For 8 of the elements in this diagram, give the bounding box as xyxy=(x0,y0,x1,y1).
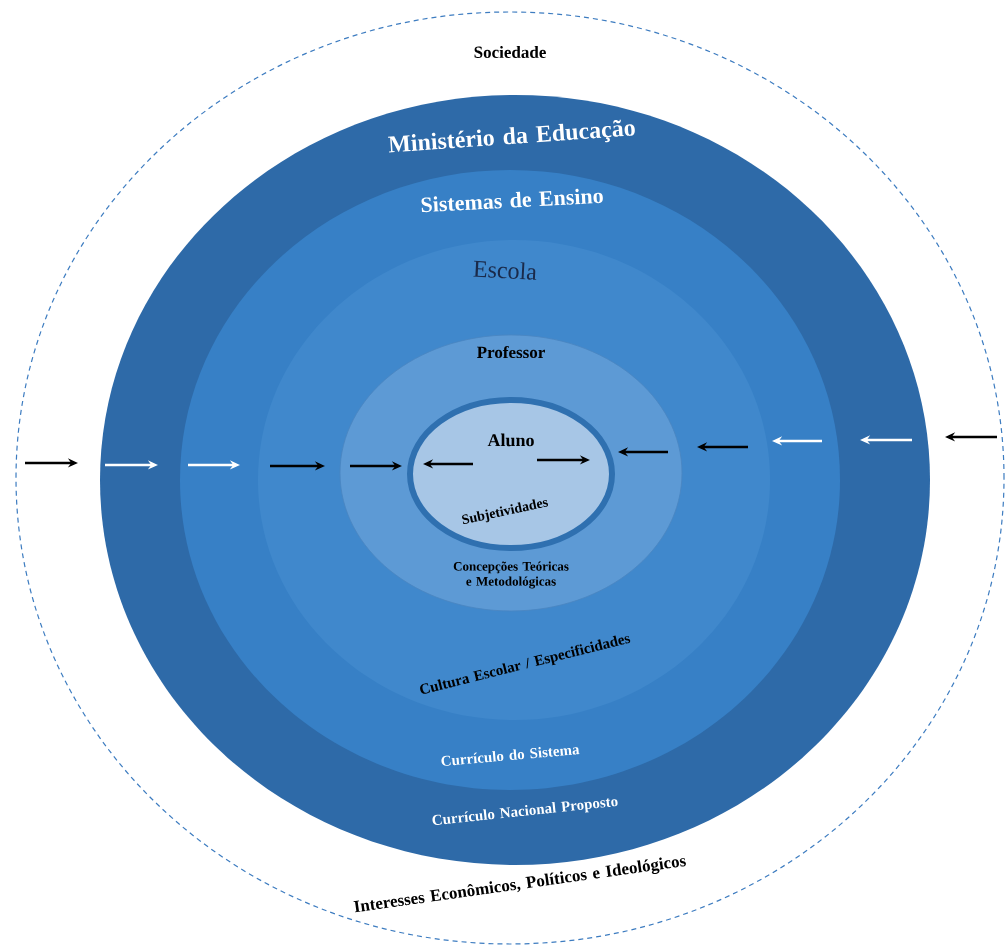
node-label: Currículo do Sistema xyxy=(441,747,580,766)
node-label: Sistemas de Ensino xyxy=(421,188,603,213)
node-label: Escola xyxy=(473,260,537,280)
node-label: Professor xyxy=(477,345,545,359)
node-label: Concepções Teóricas e Metodológicas xyxy=(453,561,569,589)
node-label: Currículo Nacional Proposto xyxy=(432,798,618,825)
node-label: Sociedade xyxy=(474,46,546,58)
node-label: Ministério da Educação xyxy=(388,119,635,153)
